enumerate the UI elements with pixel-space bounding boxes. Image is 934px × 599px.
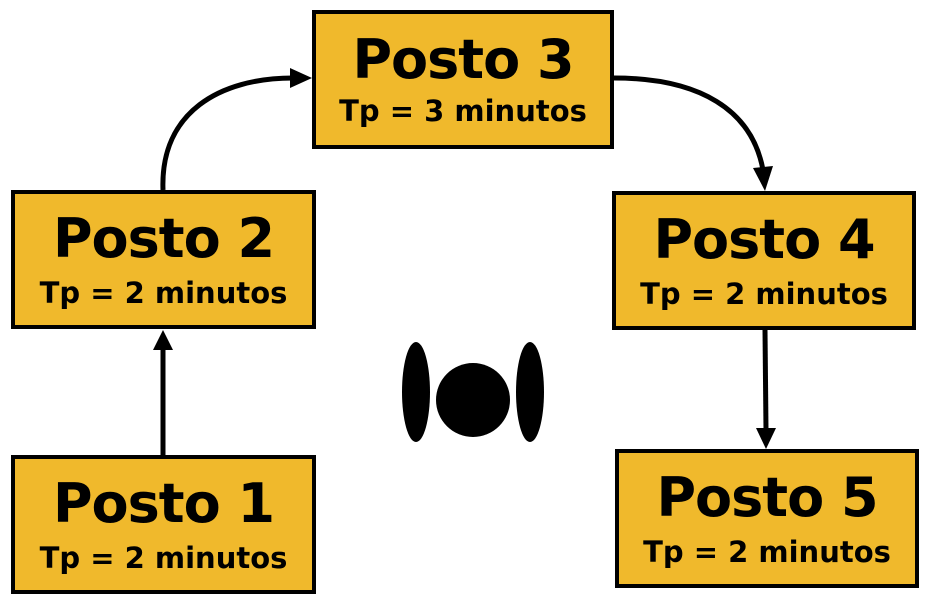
processing-time: Tp = 2 minutos <box>39 275 288 310</box>
workstation-posto-1: Posto 1 Tp = 2 minutos <box>11 455 316 594</box>
processing-time: Tp = 3 minutos <box>339 94 587 128</box>
workstation-posto-2: Posto 2 Tp = 2 minutos <box>11 190 316 329</box>
workstation-name: Posto 5 <box>656 465 878 529</box>
processing-time: Tp = 2 minutos <box>643 534 891 569</box>
workstation-posto-4: Posto 4 Tp = 2 minutos <box>612 191 916 330</box>
workstation-name: Posto 1 <box>52 471 275 535</box>
processing-time: Tp = 2 minutos <box>640 276 888 311</box>
processing-time: Tp = 2 minutos <box>39 540 288 575</box>
operator-icon <box>402 342 544 442</box>
arrow-posto4-to-posto5 <box>756 329 776 449</box>
workstation-posto-3: Posto 3 Tp = 3 minutos <box>312 10 614 149</box>
arrow-posto2-to-posto3 <box>160 68 312 191</box>
workstation-name: Posto 4 <box>653 207 875 271</box>
arrow-posto1-to-posto2 <box>153 330 173 455</box>
workstation-name: Posto 3 <box>352 28 574 91</box>
arrow-posto3-to-posto4 <box>613 75 773 191</box>
workstation-name: Posto 2 <box>52 206 275 270</box>
workstation-posto-5: Posto 5 Tp = 2 minutos <box>615 449 919 588</box>
